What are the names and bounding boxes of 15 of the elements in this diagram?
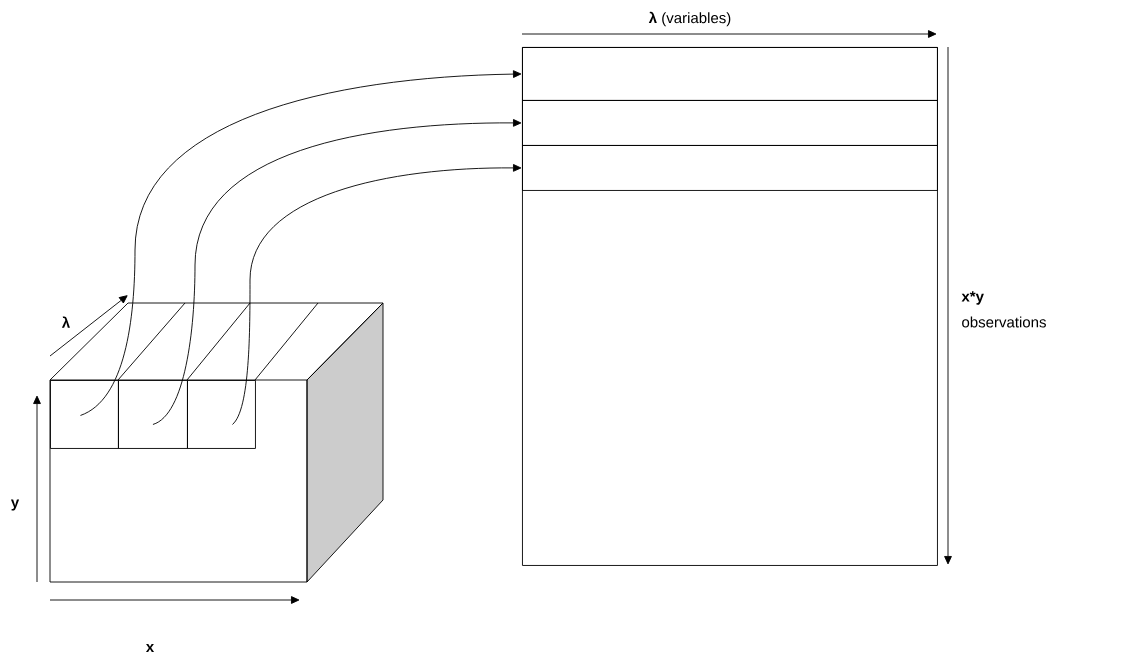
axis-label: x <box>145 644 155 652</box>
curved-arrow <box>80 70 522 416</box>
row-box <box>522 100 938 146</box>
curved-arrow <box>152 119 522 425</box>
curved-arrow <box>232 164 522 425</box>
axis-label: x*y <box>961 291 984 305</box>
axis-label: λ (variables) <box>648 11 731 27</box>
cube-cell <box>50 380 119 449</box>
row-box <box>522 47 938 101</box>
row-box <box>522 145 938 191</box>
cube-cell <box>187 380 256 449</box>
axis-label: observations <box>962 316 1046 328</box>
axis-label: y <box>10 499 20 511</box>
axis-label: λ <box>61 316 70 328</box>
cube-cell <box>118 380 188 449</box>
